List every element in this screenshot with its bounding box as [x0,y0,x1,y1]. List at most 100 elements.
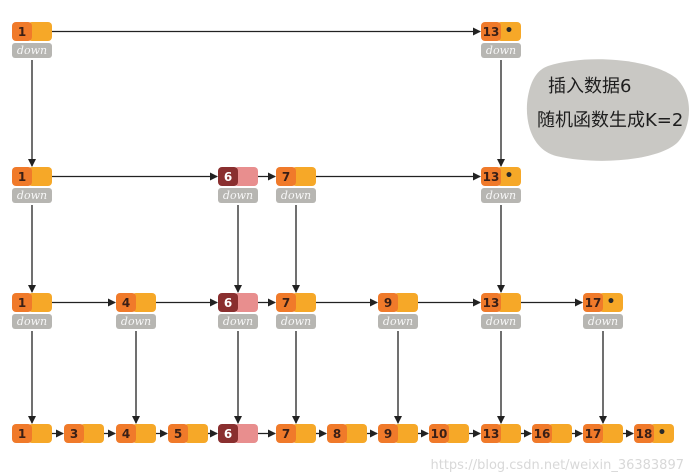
key-box [116,293,136,312]
next-pointer-box [80,424,104,443]
node-level-0-10: 10 [429,424,469,443]
next-pointer-box [184,424,208,443]
next-pointer-box [28,22,52,41]
node-level-0-5: 5 [168,424,208,443]
next-pointer-box [650,424,674,443]
node-key-label: 1 [18,170,26,184]
node-level-0-9: 9 [378,424,418,443]
next-pointer-box [234,167,258,186]
node-key-label: 1 [18,25,26,39]
node-key-label: 3 [70,427,78,441]
node-key-label: 1 [18,296,26,310]
next-pointer-box [599,424,623,443]
key-box [481,293,501,312]
down-pointer-box [218,188,258,203]
node-level-0-3: 3 [64,424,104,443]
next-pointer-box [497,167,521,186]
next-pointer-box [445,424,469,443]
note-line-2: 随机函数生成K=2 [537,110,683,131]
key-box [12,22,32,41]
node-key-label: 6 [224,427,232,441]
node-level-0-13: 13 [481,424,521,443]
key-box [12,424,32,443]
key-box [12,167,32,186]
down-pointer-label: down [121,315,151,328]
node-key-label: 16 [534,427,551,441]
node-key-label: 7 [282,427,290,441]
next-pointer-box [28,293,52,312]
node-key-label: 8 [333,427,341,441]
node-key-label: 5 [174,427,182,441]
next-pointer-box [548,424,572,443]
next-pointer-box [292,293,316,312]
key-box [532,424,552,443]
down-pointer-label: down [486,44,516,57]
null-pointer-icon: • [658,425,667,441]
node-level-0-8: 8 [327,424,367,443]
down-pointer-box [12,188,52,203]
down-pointer-box [378,314,418,329]
node-level-0-7: 7 [276,424,316,443]
key-box [64,424,84,443]
down-pointer-box [12,314,52,329]
next-pointer-box [497,293,521,312]
key-box [276,424,296,443]
null-pointer-icon: • [505,168,514,184]
null-pointer-icon: • [505,23,514,39]
key-box [218,167,238,186]
node-key-label: 6 [224,170,232,184]
key-box [429,424,449,443]
down-pointer-label: down [281,189,311,202]
key-box [12,293,32,312]
next-pointer-box [132,293,156,312]
next-pointer-box [394,424,418,443]
node-level-0-1: 1 [12,424,52,443]
node-level-0-16: 16 [532,424,572,443]
node-level-3-13: 13•down [481,22,521,58]
key-box [378,293,398,312]
down-pointer-box [12,43,52,58]
next-pointer-box [28,167,52,186]
key-box [481,167,501,186]
next-pointer-box [28,424,52,443]
key-box [481,22,501,41]
node-key-label: 4 [122,427,130,441]
next-pointer-box [234,293,258,312]
node-key-label: 1 [18,427,26,441]
node-key-label: 4 [122,296,130,310]
down-pointer-box [116,314,156,329]
key-box [583,424,603,443]
node-key-label: 18 [636,427,653,441]
down-pointer-box [276,188,316,203]
next-pointer-box [343,424,367,443]
note-blob [526,59,689,161]
node-key-label: 13 [483,427,500,441]
watermark: https://blog.csdn.net/weixin_36383897 [430,458,684,473]
null-pointer-icon: • [607,294,616,310]
node-key-label: 13 [483,170,500,184]
node-key-label: 17 [585,296,602,310]
node-key-label: 13 [483,296,500,310]
down-pointer-box [481,314,521,329]
node-level-2-13: 13•down [481,167,521,203]
next-pointer-box [497,424,521,443]
down-pointer-label: down [486,315,516,328]
next-pointer-box [599,293,623,312]
down-pointer-label: down [17,315,47,328]
nodes: 1down13•down1down6down7down13•down1down4… [12,22,674,443]
down-pointer-box [481,43,521,58]
next-pointer-box [497,22,521,41]
node-key-label: 17 [585,427,602,441]
node-level-0-17: 17 [583,424,623,443]
node-level-0-6: 6 [218,424,258,443]
node-level-0-4: 4 [116,424,156,443]
key-box [116,424,136,443]
